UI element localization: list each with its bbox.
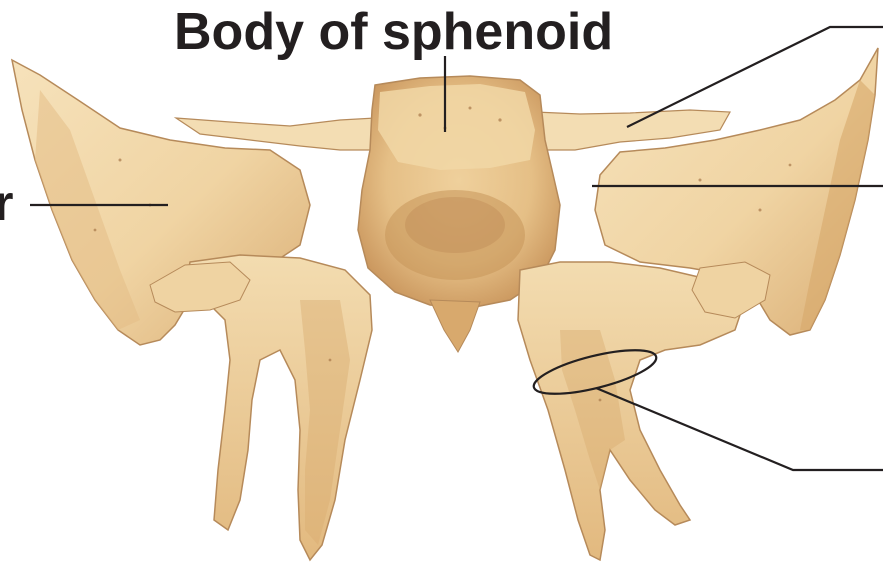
label-body-of-sphenoid: Body of sphenoid — [174, 0, 613, 64]
label-left-fragment: r — [0, 175, 13, 231]
sphenoid-body-top — [378, 84, 535, 170]
right-spine-detail — [692, 262, 770, 318]
body-texture — [405, 197, 505, 253]
rostrum — [430, 300, 480, 352]
